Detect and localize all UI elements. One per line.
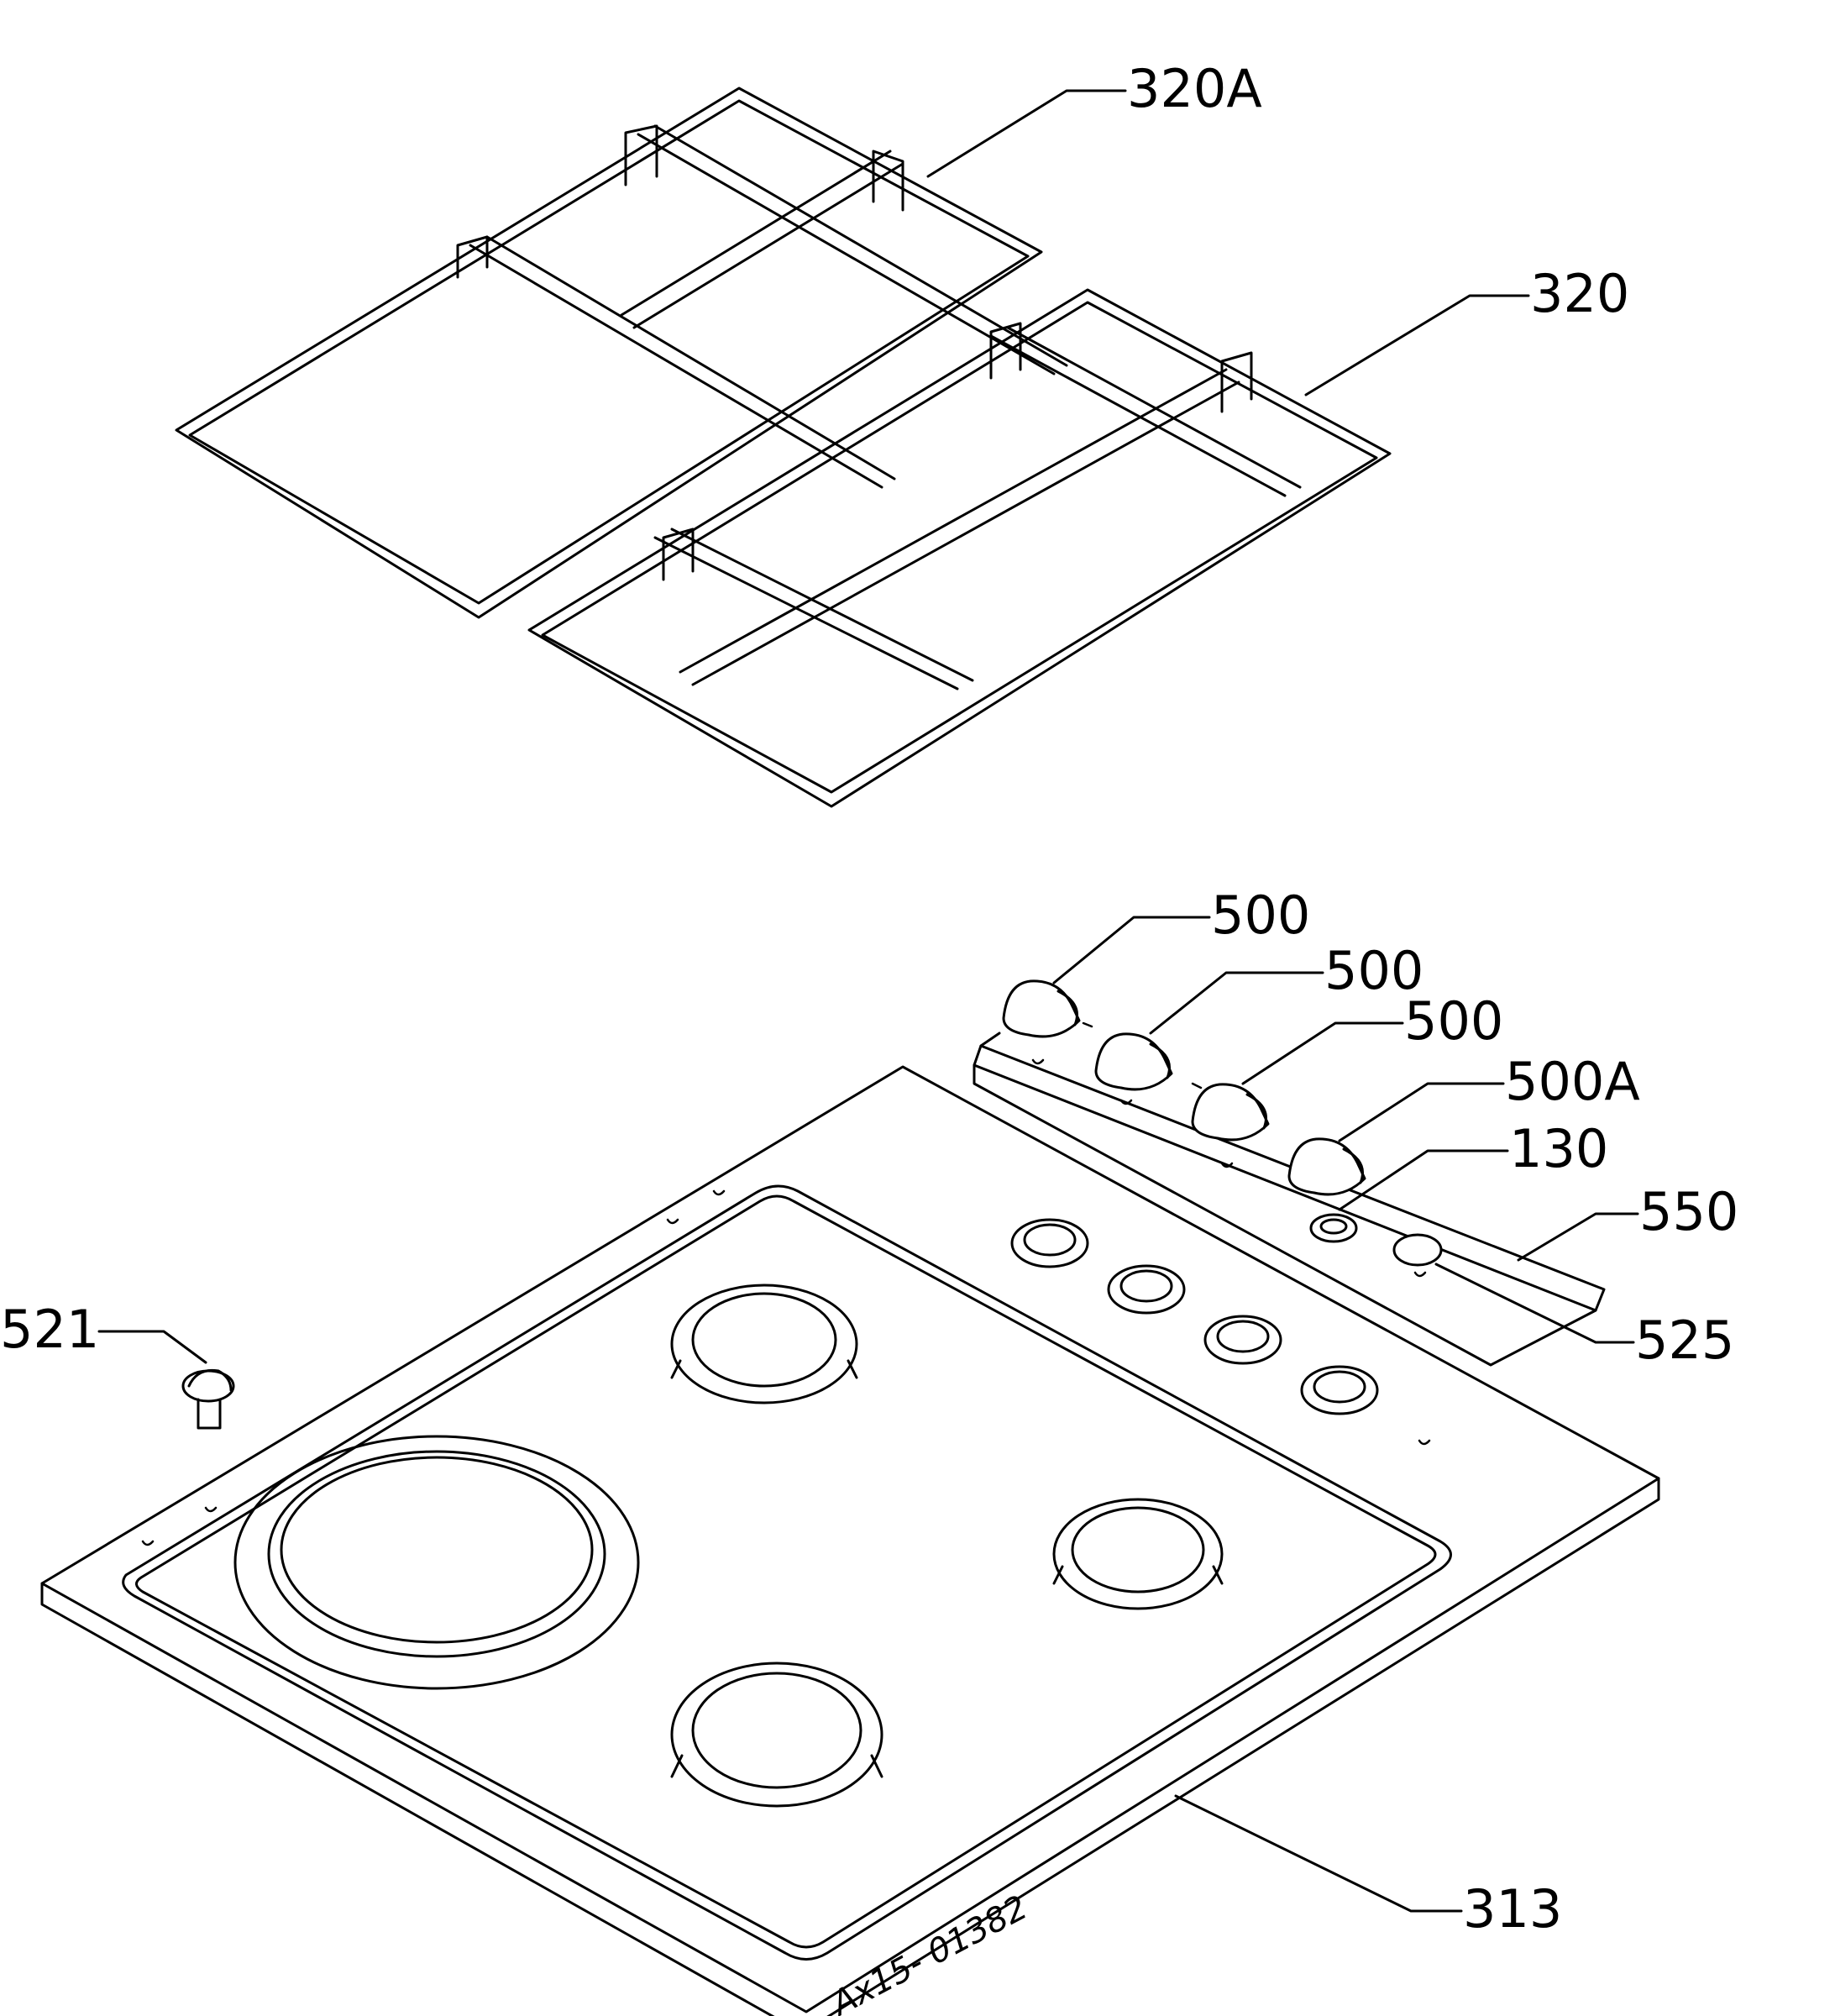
- ring-130: [1309, 1213, 1358, 1243]
- rear-burner: [670, 1284, 858, 1404]
- knob-500A: [1287, 1137, 1366, 1196]
- large-burner: [233, 1435, 640, 1690]
- control-holes: [1010, 1218, 1379, 1415]
- label-525: 525: [1635, 1310, 1734, 1371]
- label-313: 313: [1463, 1878, 1562, 1940]
- label-500A: 500A: [1505, 1051, 1640, 1112]
- label-500-2: 500: [1324, 940, 1423, 1001]
- pan-support-320: [527, 288, 1392, 808]
- pan-support-320A: [175, 87, 1068, 619]
- knob-500-2: [1094, 1032, 1173, 1105]
- label-500-1: 500: [1211, 885, 1310, 946]
- button-525: [1392, 1233, 1443, 1278]
- label-130: 130: [1509, 1118, 1608, 1179]
- foot-521: [181, 1368, 235, 1430]
- control-knobs: [1002, 979, 1366, 1196]
- right-burner: [1052, 1498, 1224, 1610]
- label-550: 550: [1639, 1181, 1738, 1242]
- leader-lines: [97, 89, 1639, 1913]
- label-320: 320: [1530, 263, 1629, 324]
- front-burner: [670, 1662, 883, 1808]
- knob-500-3: [1191, 1083, 1270, 1168]
- knob-500-1: [1002, 979, 1081, 1065]
- hob-313: [40, 1065, 1660, 2016]
- label-521: 521: [0, 1299, 99, 1360]
- label-500-3: 500: [1404, 990, 1503, 1052]
- label-320A: 320A: [1127, 58, 1262, 119]
